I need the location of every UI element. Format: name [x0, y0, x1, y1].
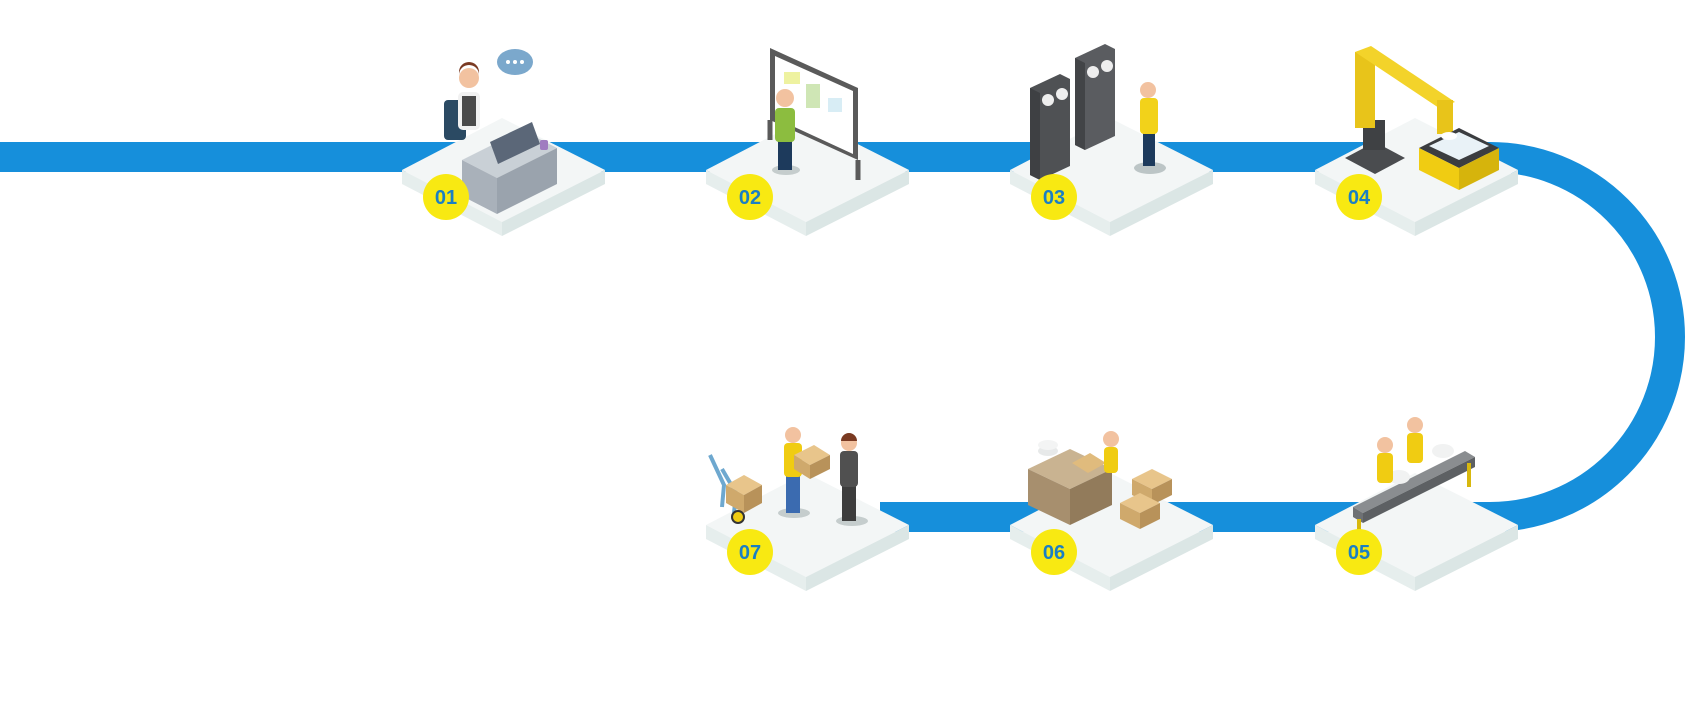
step-number: 02: [739, 187, 761, 209]
packing-boxes-icon: [1028, 431, 1172, 529]
step-badge-05: 05: [1336, 529, 1382, 575]
step-05: 05: [1315, 417, 1518, 591]
step-number: 03: [1043, 187, 1065, 209]
step-badge-07: 07: [727, 529, 773, 575]
step-badge-03: 03: [1031, 174, 1077, 220]
step-badge-01: 01: [423, 174, 469, 220]
server-control-panel-icon: [1030, 44, 1166, 180]
step-badge-04: 04: [1336, 174, 1382, 220]
delivery-handover-icon: [708, 427, 868, 526]
step-01: 01: [402, 49, 605, 236]
customer-service-operator-icon: [444, 49, 557, 214]
step-03: 03: [1010, 44, 1213, 236]
flow-path: [0, 142, 1685, 532]
step-04: 04: [1315, 46, 1518, 236]
planning-whiteboard-icon: [767, 48, 861, 180]
step-02: 02: [706, 48, 909, 236]
step-number: 07: [739, 542, 761, 564]
step-07: 07: [706, 427, 909, 591]
step-number: 04: [1348, 187, 1371, 209]
step-06: 06: [1010, 431, 1213, 591]
step-number: 06: [1043, 542, 1065, 564]
step-badge-06: 06: [1031, 529, 1077, 575]
step-number: 01: [435, 187, 457, 209]
conveyor-belt-workers-icon: [1353, 417, 1475, 543]
step-badge-02: 02: [727, 174, 773, 220]
robotic-arm-icon: [1345, 46, 1499, 190]
step-number: 05: [1348, 542, 1370, 564]
